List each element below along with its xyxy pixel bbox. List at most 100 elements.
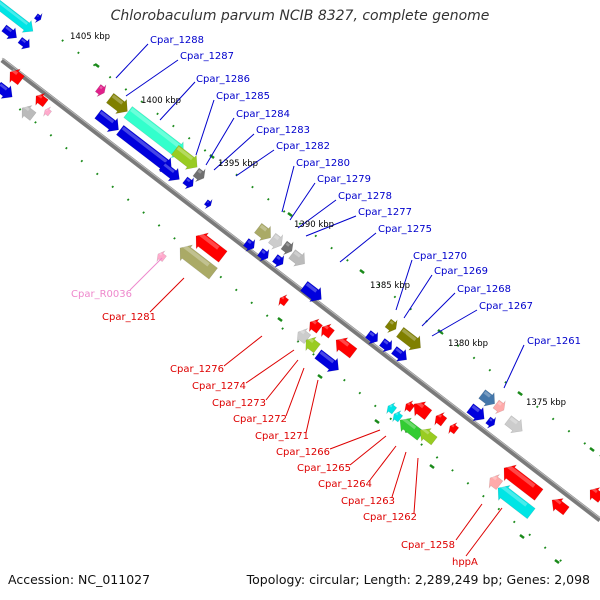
gene-label-forward[interactable]: Cpar_1287	[180, 51, 234, 62]
gene-arrow	[256, 248, 270, 262]
gene-arrow	[504, 415, 523, 434]
gene-arrow	[280, 240, 294, 256]
gene-arrow	[386, 402, 398, 415]
leader-line	[503, 344, 525, 389]
leader-line	[455, 503, 483, 541]
gene-arrow	[399, 417, 425, 441]
gene-label-reverse[interactable]: Cpar_1271	[255, 431, 309, 442]
leader-line	[329, 429, 381, 450]
major-tick	[277, 317, 283, 322]
minor-tick	[343, 378, 346, 382]
minor-tick	[265, 314, 269, 318]
gene-arrow	[156, 250, 167, 263]
gene-label-forward[interactable]: Cpar_1268	[457, 284, 511, 295]
minor-tick	[466, 481, 470, 485]
gene-arrow	[182, 176, 194, 190]
leader-line	[339, 232, 377, 263]
ruler-label: 1395 kbp	[218, 159, 258, 169]
gene-label-forward[interactable]: Cpar_1288	[150, 35, 204, 46]
leader-line	[245, 349, 295, 384]
minor-tick	[298, 222, 302, 225]
gene-arrow	[299, 280, 322, 303]
leader-line	[205, 117, 235, 166]
gene-arrow	[497, 484, 536, 520]
minor-tick	[173, 237, 176, 240]
minor-tick	[61, 39, 64, 42]
leader-line	[297, 199, 337, 229]
gene-label-reverse[interactable]: Cpar_1262	[363, 512, 417, 523]
ruler-label: 1405 kbp	[70, 32, 110, 42]
gene-label-forward[interactable]: Cpar_1280	[296, 158, 350, 169]
gene-label-forward[interactable]: Cpar_1261	[527, 336, 581, 347]
gene-arrow	[314, 349, 339, 373]
minor-tick	[281, 327, 284, 330]
minor-tick	[219, 275, 223, 279]
gene-label-reverse[interactable]: Cpar_1263	[341, 496, 395, 507]
gene-label-forward[interactable]: Cpar_1277	[358, 207, 412, 218]
minor-tick	[389, 417, 393, 421]
gene-label-forward[interactable]: Cpar_1269	[434, 266, 488, 277]
leader-line	[413, 457, 419, 514]
gene-arrow	[0, 81, 13, 99]
gene-label-forward[interactable]: Cpar_1270	[413, 251, 467, 262]
genome-backbone-highlight	[1, 57, 600, 519]
gene-label-reverse[interactable]: Cpar_1265	[297, 463, 351, 474]
gene-label-reverse[interactable]: Cpar_1273	[212, 398, 266, 409]
gene-arrow	[364, 330, 379, 345]
major-tick	[554, 559, 560, 564]
gene-label-forward[interactable]: Cpar_1279	[317, 174, 371, 185]
ruler-label: 1380 kbp	[448, 339, 488, 349]
gene-arrow	[309, 318, 323, 334]
gene-arrow	[267, 232, 284, 250]
gene-arrow	[488, 474, 504, 491]
minor-tick	[551, 417, 555, 421]
gene-arrow	[589, 487, 600, 503]
minor-tick	[312, 353, 315, 356]
label-leaders	[115, 43, 525, 557]
gene-label-forward[interactable]: Cpar_1284	[236, 109, 290, 120]
gene-arrow	[288, 249, 305, 267]
gene-label-forward[interactable]: Cpar_1267	[479, 301, 533, 312]
gene-label-forward[interactable]: Cpar_1275	[378, 224, 432, 235]
minor-tick	[65, 146, 68, 150]
minor-tick	[18, 108, 22, 111]
leader-line	[235, 149, 275, 177]
gene-label-forward[interactable]: Cpar_1282	[276, 141, 330, 152]
gene-label-reverse[interactable]: Cpar_1258	[401, 540, 455, 551]
minor-tick	[156, 112, 159, 116]
major-tick	[374, 419, 380, 424]
minor-tick	[95, 172, 99, 176]
gene-label-forward[interactable]: Cpar_1285	[216, 91, 270, 102]
gene-label-reverse[interactable]: Cpar_1266	[276, 447, 330, 458]
minor-tick	[77, 51, 80, 55]
gene-label-forward[interactable]: Cpar_1278	[338, 191, 392, 202]
gene-label-forward[interactable]: Cpar_1286	[196, 74, 250, 85]
gene-label-forward[interactable]: Cpar_1283	[256, 125, 310, 136]
gene-label-reverse[interactable]: Cpar_1264	[318, 479, 372, 490]
minor-tick	[142, 211, 145, 214]
leader-line	[305, 379, 319, 434]
gene-label-reverse[interactable]: Cpar_1272	[233, 414, 287, 425]
major-tick	[589, 447, 595, 452]
minor-tick	[488, 368, 492, 372]
gene-arrow	[478, 389, 495, 407]
gene-arrow	[419, 427, 438, 446]
minor-tick	[420, 443, 423, 446]
gene-label-reverse[interactable]: hppA	[452, 557, 478, 568]
gene-arrow	[271, 254, 285, 268]
minor-tick	[559, 559, 562, 562]
gene-arrow	[242, 238, 256, 252]
gene-label-rna[interactable]: Cpar_R0036	[71, 289, 132, 300]
minor-tick	[314, 234, 318, 238]
gene-arrow	[434, 411, 448, 427]
gene-label-reverse[interactable]: Cpar_1281	[102, 312, 156, 323]
leader-line	[349, 435, 387, 466]
minor-tick	[358, 391, 362, 395]
minor-tick	[124, 88, 128, 91]
leader-line	[391, 451, 407, 498]
gene-arrow	[390, 346, 407, 362]
leader-line	[213, 133, 255, 171]
gene-arrow	[35, 92, 49, 108]
gene-label-reverse[interactable]: Cpar_1276	[170, 364, 224, 375]
gene-label-reverse[interactable]: Cpar_1274	[192, 381, 246, 392]
